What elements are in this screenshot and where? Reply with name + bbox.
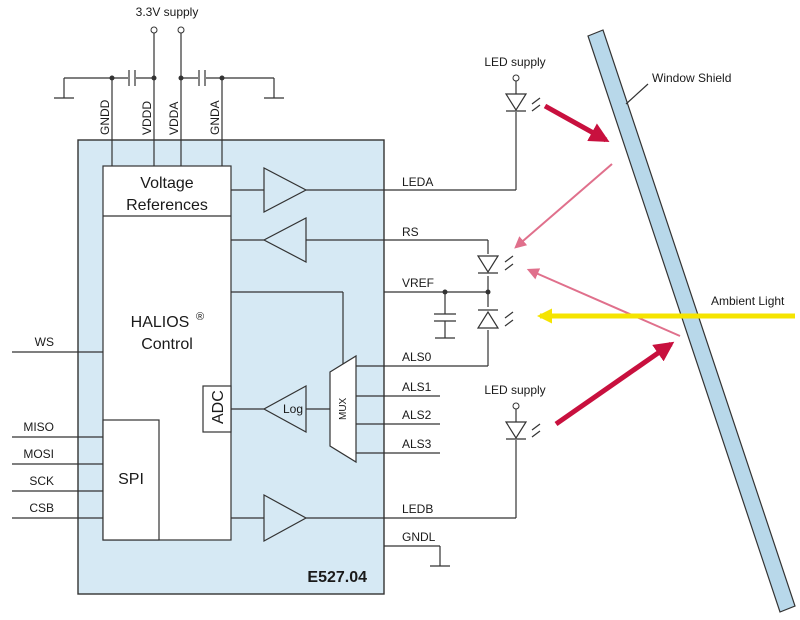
pin-gnda: GNDA bbox=[208, 100, 222, 135]
halios-registered-mark: ® bbox=[196, 311, 204, 323]
pin-ledb: LEDB bbox=[402, 502, 433, 516]
mux-block bbox=[329, 354, 357, 464]
supply-label: 3.3V supply bbox=[136, 5, 199, 19]
emitted-light-arrow-bottom bbox=[554, 341, 675, 427]
pin-rs: RS bbox=[402, 225, 419, 239]
pin-als0: ALS0 bbox=[402, 350, 432, 364]
pin-als1: ALS1 bbox=[402, 380, 432, 394]
supply-terminal-right bbox=[177, 26, 185, 34]
pin-mosi: MOSI bbox=[23, 447, 54, 461]
als-photodiode bbox=[476, 309, 514, 329]
reflected-light-arrow-bottom bbox=[526, 268, 681, 337]
adc-block bbox=[202, 385, 232, 433]
ambient-light-label: Ambient Light bbox=[711, 294, 785, 308]
chip-name: E527.04 bbox=[307, 569, 367, 586]
mux-label: MUX bbox=[338, 397, 349, 420]
pin-als2: ALS2 bbox=[402, 408, 432, 422]
internal-wiring bbox=[78, 189, 384, 519]
pin-gndd: GNDD bbox=[98, 99, 112, 135]
supply-terminal-left bbox=[150, 26, 158, 34]
adc-label: ADC bbox=[210, 390, 227, 424]
pin-vdda: VDDA bbox=[167, 102, 181, 135]
pin-gndl: GNDL bbox=[402, 530, 436, 544]
window-shield bbox=[587, 29, 796, 613]
spi-label: SPI bbox=[118, 471, 144, 488]
left-pins bbox=[12, 351, 78, 519]
voltage-references-line1: Voltage bbox=[140, 175, 193, 192]
pin-sck: SCK bbox=[29, 474, 54, 488]
led-b bbox=[504, 402, 541, 440]
log-label: Log bbox=[283, 402, 303, 416]
reflected-light-arrow-top bbox=[514, 163, 613, 249]
led-supply-bottom-label: LED supply bbox=[484, 383, 545, 397]
led-a bbox=[504, 74, 541, 112]
window-shield-label: Window Shield bbox=[652, 71, 731, 85]
control-label: Control bbox=[141, 336, 193, 353]
pin-als3: ALS3 bbox=[402, 437, 432, 451]
pin-ws: WS bbox=[35, 335, 54, 349]
led-supply-top-label: LED supply bbox=[484, 55, 545, 69]
supply-network: 3.3V supply bbox=[54, 5, 284, 166]
pin-csb: CSB bbox=[29, 501, 54, 515]
voltage-references-line2: References bbox=[126, 197, 208, 214]
spi-block bbox=[102, 419, 160, 541]
emitted-light-arrow-top bbox=[543, 103, 610, 143]
pin-vref: VREF bbox=[402, 276, 434, 290]
halios-label: HALIOS bbox=[131, 314, 190, 331]
pin-vddd: VDDD bbox=[140, 101, 154, 135]
pin-leda: LEDA bbox=[402, 175, 433, 189]
right-wiring bbox=[384, 112, 517, 567]
pin-miso: MISO bbox=[23, 420, 54, 434]
rs-photodiode bbox=[476, 255, 514, 274]
